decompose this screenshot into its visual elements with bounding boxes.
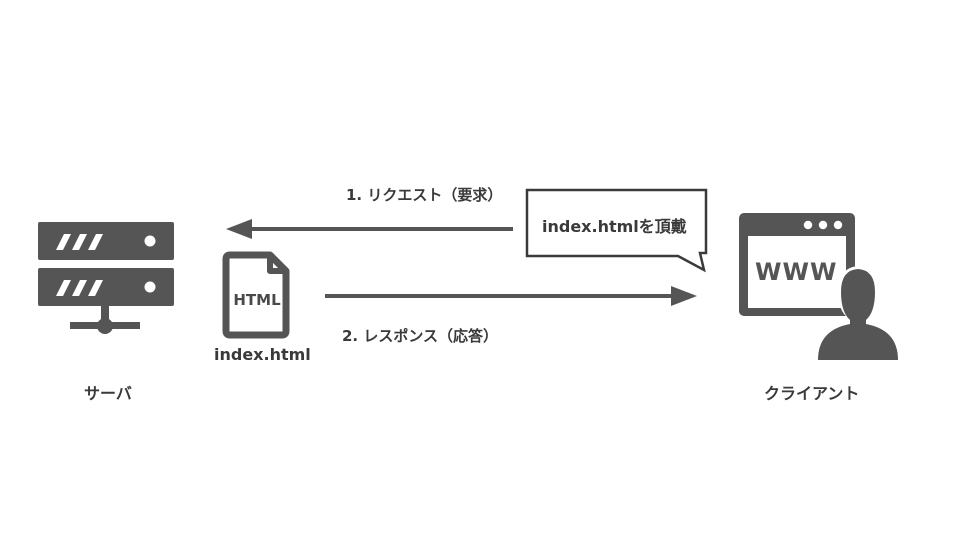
request-arrow bbox=[226, 219, 513, 239]
file-label: index.html bbox=[214, 345, 311, 364]
request-label: 1. リクエスト（要求） bbox=[346, 186, 503, 204]
browser-www-text: WWW bbox=[755, 258, 838, 286]
html-file-icon-text: HTML bbox=[233, 291, 281, 309]
server-label: サーバ bbox=[84, 384, 132, 403]
response-arrow bbox=[325, 286, 697, 306]
speech-bubble bbox=[525, 188, 708, 273]
response-label: 2. レスポンス（応答） bbox=[342, 327, 499, 345]
html-file-icon bbox=[222, 251, 290, 339]
speech-bubble-text: index.htmlを頂戴 bbox=[542, 217, 687, 236]
server-icon bbox=[38, 222, 174, 334]
browser-user-icon bbox=[739, 213, 900, 360]
client-label: クライアント bbox=[764, 384, 860, 403]
